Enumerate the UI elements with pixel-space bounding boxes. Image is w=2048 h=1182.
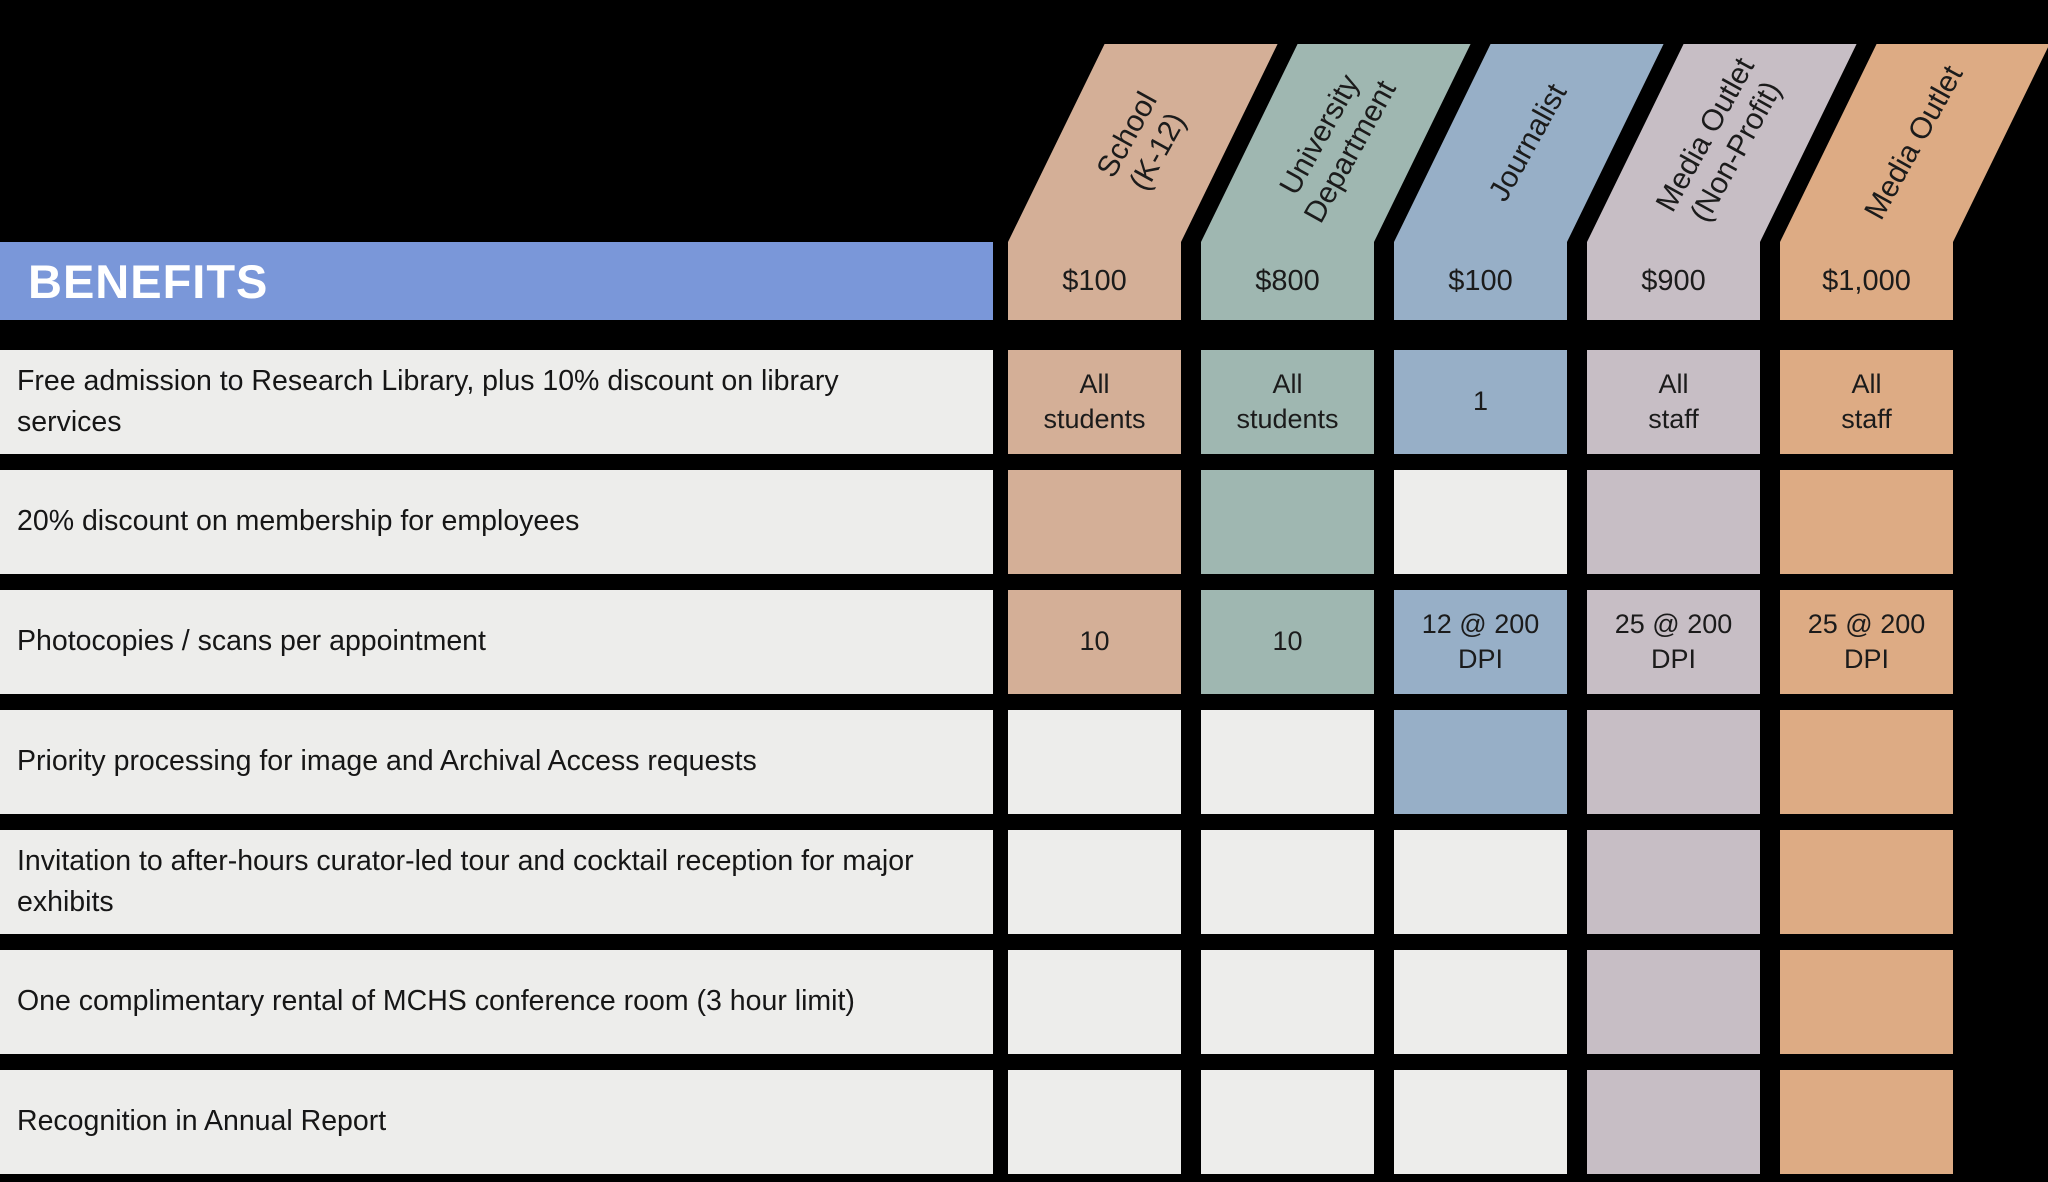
cell-5-university-department xyxy=(1201,950,1374,1054)
cell-1-journalist xyxy=(1394,470,1567,574)
cell-6-university-department xyxy=(1201,1070,1374,1174)
column-price-school-k12: $100 xyxy=(1008,242,1181,320)
cell-5-media-outlet-nonprofit xyxy=(1587,950,1760,1054)
cell-0-media-outlet-nonprofit: All staff xyxy=(1587,350,1760,454)
row-label-0: Free admission to Research Library, plus… xyxy=(0,350,993,454)
cell-2-media-outlet-nonprofit: 25 @ 200 DPI xyxy=(1587,590,1760,694)
column-price-media-outlet: $1,000 xyxy=(1780,242,1953,320)
column-price-journalist: $100 xyxy=(1394,242,1567,320)
cell-4-school-k12 xyxy=(1008,830,1181,934)
benefits-header-banner: BENEFITS xyxy=(0,242,993,320)
cell-0-journalist: 1 xyxy=(1394,350,1567,454)
benefits-header-label: BENEFITS xyxy=(28,254,269,308)
cell-0-university-department: All students xyxy=(1201,350,1374,454)
row-label-4: Invitation to after-hours curator-led to… xyxy=(0,830,993,934)
cell-2-media-outlet: 25 @ 200 DPI xyxy=(1780,590,1953,694)
row-label-1: 20% discount on membership for employees xyxy=(0,470,993,574)
cell-2-school-k12: 10 xyxy=(1008,590,1181,694)
cell-6-journalist xyxy=(1394,1070,1567,1174)
cell-4-university-department xyxy=(1201,830,1374,934)
cell-1-school-k12 xyxy=(1008,470,1181,574)
cell-4-media-outlet-nonprofit xyxy=(1587,830,1760,934)
cell-3-journalist xyxy=(1394,710,1567,814)
row-label-5: One complimentary rental of MCHS confere… xyxy=(0,950,993,1054)
cell-2-university-department: 10 xyxy=(1201,590,1374,694)
cell-1-media-outlet xyxy=(1780,470,1953,574)
cell-1-university-department xyxy=(1201,470,1374,574)
cell-2-journalist: 12 @ 200 DPI xyxy=(1394,590,1567,694)
row-label-2: Photocopies / scans per appointment xyxy=(0,590,993,694)
cell-6-school-k12 xyxy=(1008,1070,1181,1174)
cell-5-media-outlet xyxy=(1780,950,1953,1054)
cell-3-media-outlet-nonprofit xyxy=(1587,710,1760,814)
cell-4-media-outlet xyxy=(1780,830,1953,934)
cell-6-media-outlet xyxy=(1780,1070,1953,1174)
column-price-media-outlet-nonprofit: $900 xyxy=(1587,242,1760,320)
cell-5-school-k12 xyxy=(1008,950,1181,1054)
row-label-3: Priority processing for image and Archiv… xyxy=(0,710,993,814)
cell-3-university-department xyxy=(1201,710,1374,814)
cell-3-school-k12 xyxy=(1008,710,1181,814)
cell-0-media-outlet: All staff xyxy=(1780,350,1953,454)
cell-1-media-outlet-nonprofit xyxy=(1587,470,1760,574)
cell-6-media-outlet-nonprofit xyxy=(1587,1070,1760,1174)
cell-5-journalist xyxy=(1394,950,1567,1054)
column-price-university-department: $800 xyxy=(1201,242,1374,320)
row-label-6: Recognition in Annual Report xyxy=(0,1070,993,1174)
cell-4-journalist xyxy=(1394,830,1567,934)
cell-3-media-outlet xyxy=(1780,710,1953,814)
cell-0-school-k12: All students xyxy=(1008,350,1181,454)
